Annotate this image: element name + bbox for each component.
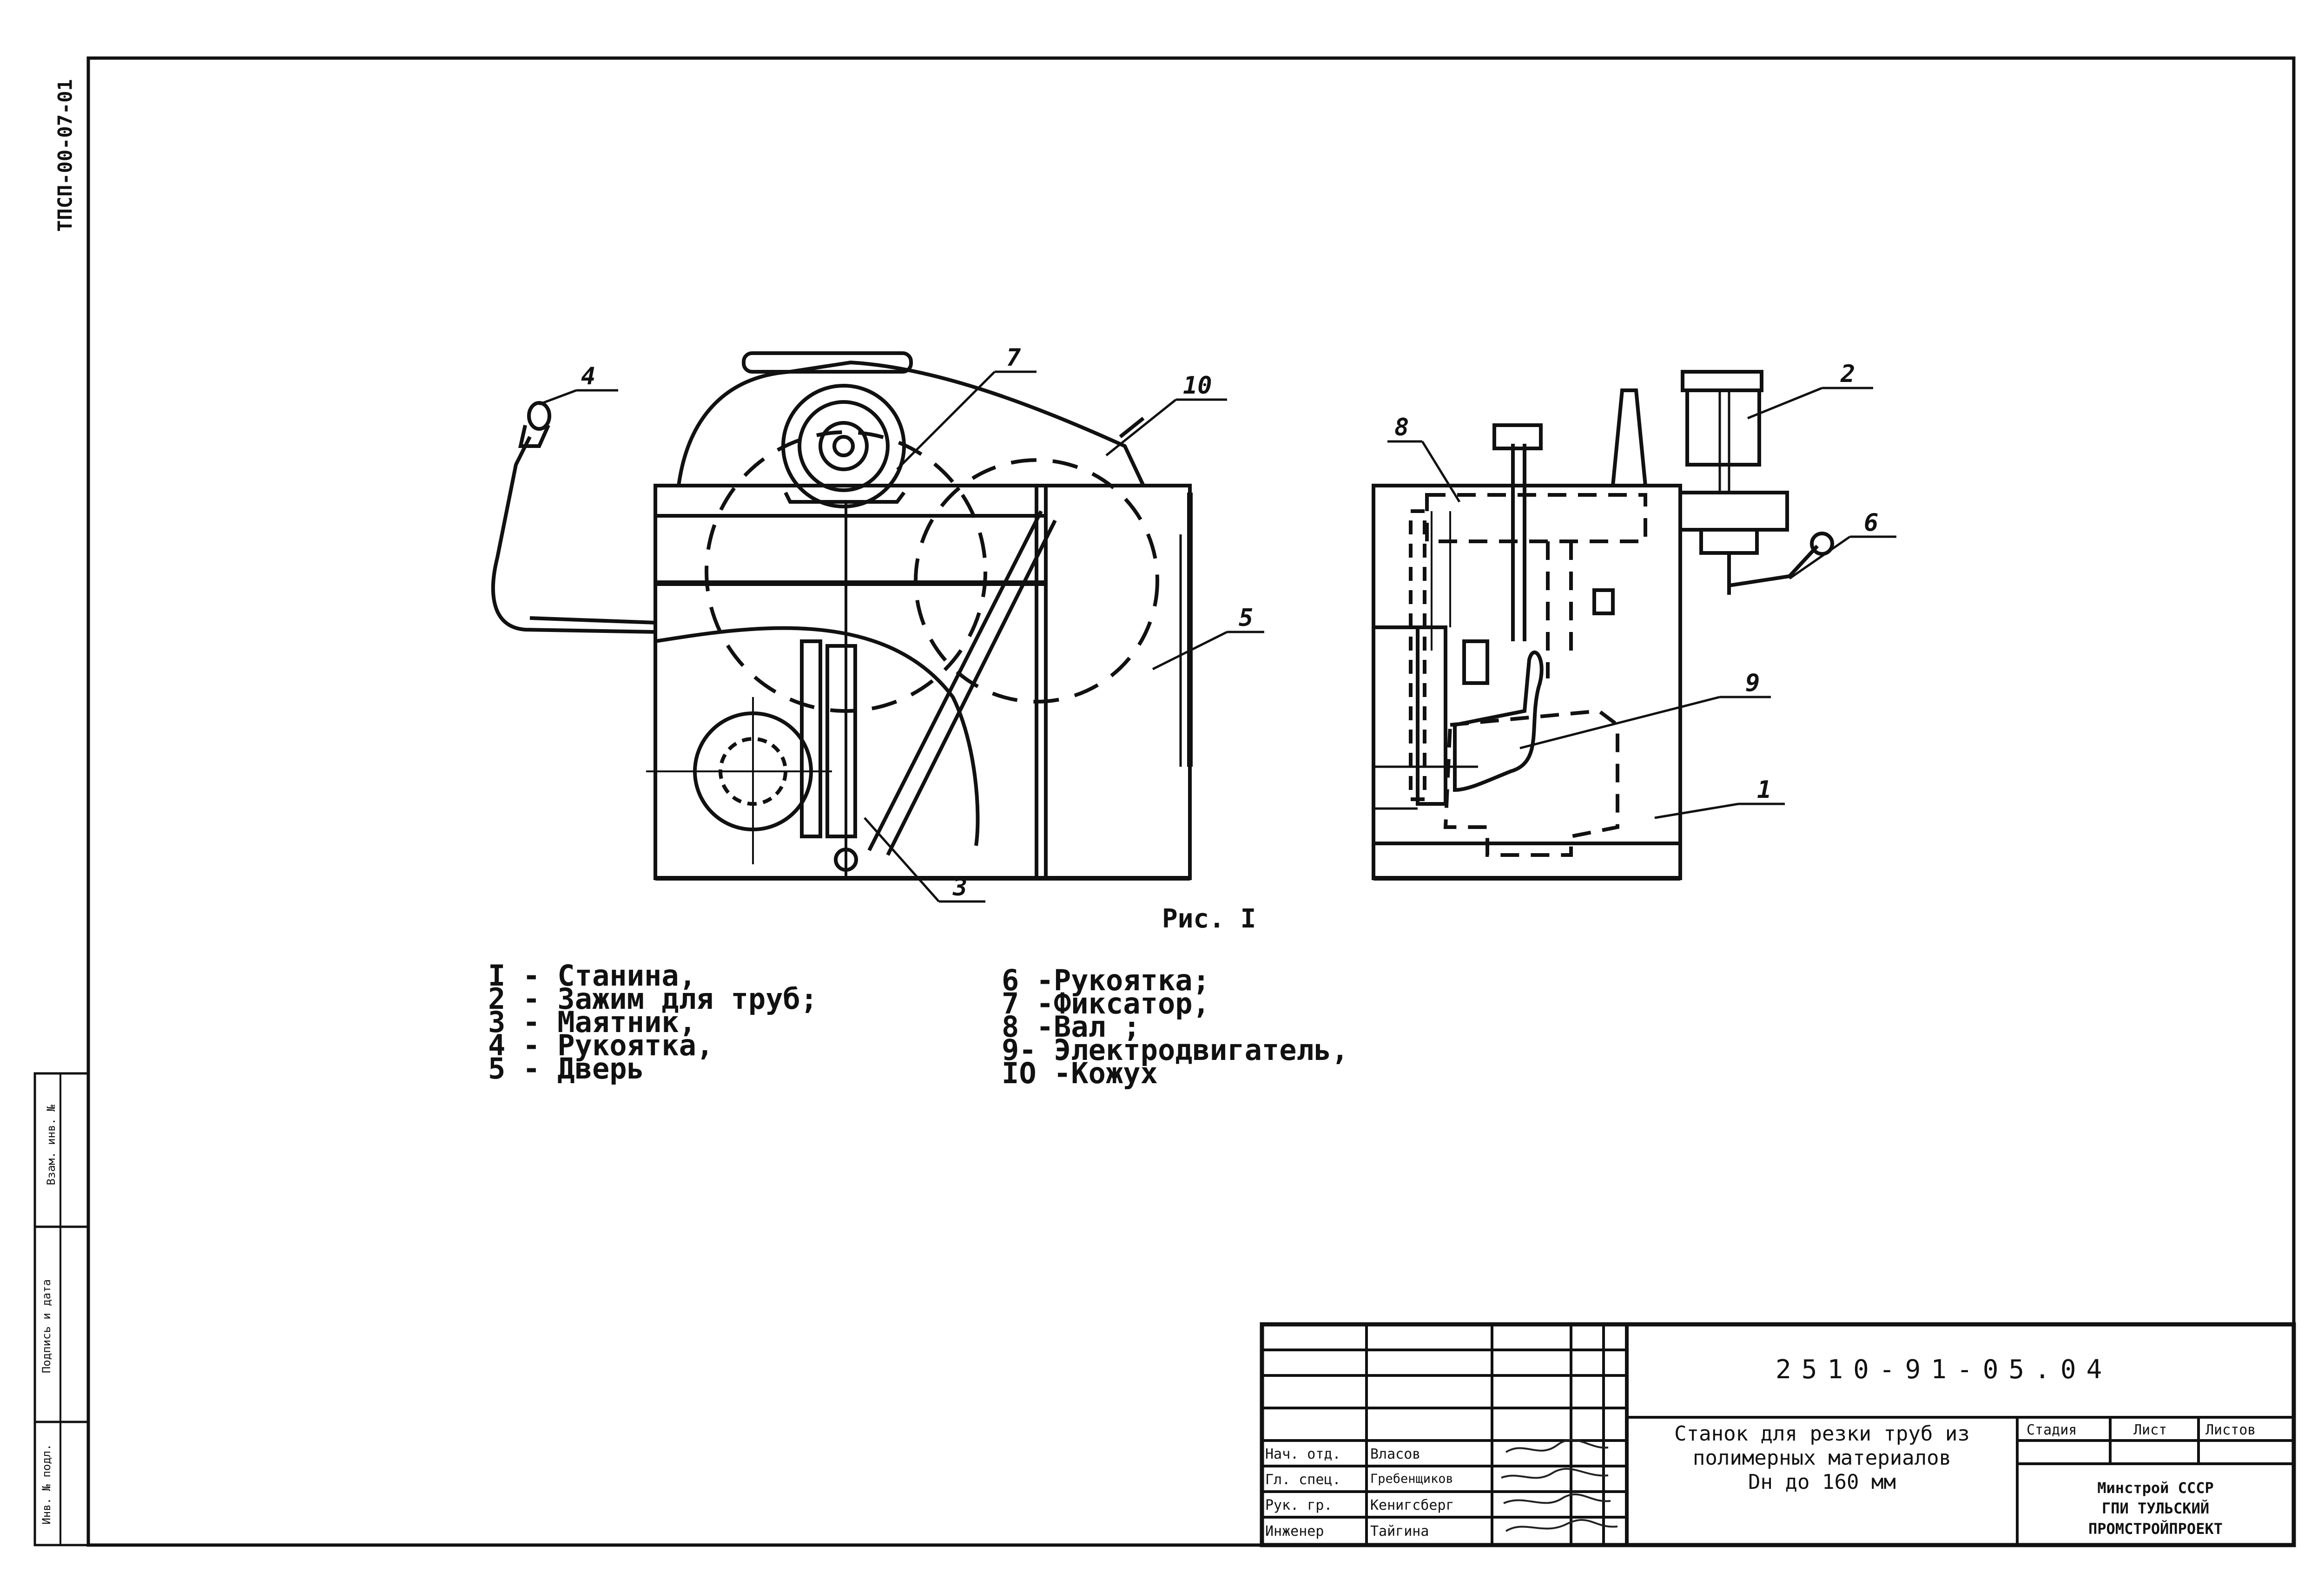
callout-3: 3 xyxy=(953,874,968,901)
callout-2: 2 xyxy=(1841,360,1855,388)
sheets-header: Листов xyxy=(2205,1422,2256,1438)
strip-label-orig-inv: Инв. № подл. xyxy=(40,1444,53,1525)
tb-role-3: Рук. гр. xyxy=(1265,1497,1333,1513)
legend-item: 8 -Вал ; xyxy=(1002,1010,1141,1044)
legend-item: 4 - Рукоятка, xyxy=(488,1028,714,1062)
callout-4: 4 xyxy=(581,362,596,390)
drawing-title-line: Dн до 160 мм xyxy=(1748,1470,1896,1494)
stage-header: Стадия xyxy=(2027,1422,2077,1438)
callout-10: 10 xyxy=(1183,372,1212,400)
organization-line: Минстрой СССР xyxy=(2097,1479,2214,1497)
side-view xyxy=(1372,370,1834,881)
tb-name-2: Гребенщиков xyxy=(1370,1472,1453,1486)
front-view xyxy=(491,351,1193,881)
legend-right: 6 -Рукоятка; 7 -Фиксатор, 8 -Вал ; 9- Эл… xyxy=(1002,963,1349,1090)
callout-6: 6 xyxy=(1864,509,1879,537)
organization-line: ГПИ ТУЛЬСКИЙ xyxy=(2101,1500,2210,1517)
callout-7: 7 xyxy=(1006,344,1021,372)
figure-caption: Рис. I xyxy=(1162,904,1256,934)
legend-item: 9- Электродвигатель, xyxy=(1002,1033,1349,1067)
tb-name-3: Кенигсберг xyxy=(1370,1497,1454,1513)
binding-strip xyxy=(33,1072,90,1546)
legend-item: I - Станина, xyxy=(488,959,696,993)
callout-5: 5 xyxy=(1239,604,1254,632)
callout-1: 1 xyxy=(1757,776,1772,804)
tb-role-4: Инженер xyxy=(1265,1523,1324,1539)
tb-role-1: Нач. отд. xyxy=(1265,1446,1341,1462)
leader-lines xyxy=(539,370,1896,903)
legend-item: IO -Кожух xyxy=(1002,1056,1158,1090)
legend-item: 3 - Маятник, xyxy=(488,1005,696,1039)
sheet-frame xyxy=(86,56,2296,1547)
organization-line: ПРОМСТРОЙПРОЕКТ xyxy=(2088,1520,2223,1538)
callout-9: 9 xyxy=(1745,669,1760,697)
strip-label-signature-date: Подпись и дата xyxy=(40,1279,53,1374)
legend-item: 2 - Зажим для труб; xyxy=(488,982,818,1016)
legend-left: I - Станина, 2 - Зажим для труб; 3 - Мая… xyxy=(488,959,818,1085)
document-code: 2510-91-05.04 xyxy=(1776,1355,2113,1385)
callout-8: 8 xyxy=(1394,414,1409,441)
legend-item: 7 -Фиксатор, xyxy=(1002,987,1210,1020)
signatures xyxy=(1501,1439,1618,1532)
tb-role-2: Гл. спец. xyxy=(1265,1472,1341,1488)
drawing-title-line: Станок для резки труб из xyxy=(1674,1422,1970,1446)
organization: Минстрой СССР ГПИ ТУЛЬСКИЙ ПРОМСТРОЙПРОЕ… xyxy=(2020,1478,2291,1539)
legend-item: 5 - Дверь xyxy=(488,1052,644,1085)
legend-item: 6 -Рукоятка; xyxy=(1002,963,1210,997)
sheet-header: Лист xyxy=(2133,1422,2167,1438)
strip-label-replace-inv: Взам. инв. № xyxy=(45,1105,58,1185)
title-block-grid xyxy=(1260,1322,2296,1547)
tb-name-1: Власов xyxy=(1370,1446,1421,1462)
drawing-title: Станок для резки труб из полимерных мате… xyxy=(1631,1422,2013,1494)
tb-name-4: Тайгина xyxy=(1370,1523,1429,1539)
side-code: ТПСП-00-07-01 xyxy=(53,79,77,232)
drawing-title-line: полимерных материалов xyxy=(1692,1446,1952,1470)
